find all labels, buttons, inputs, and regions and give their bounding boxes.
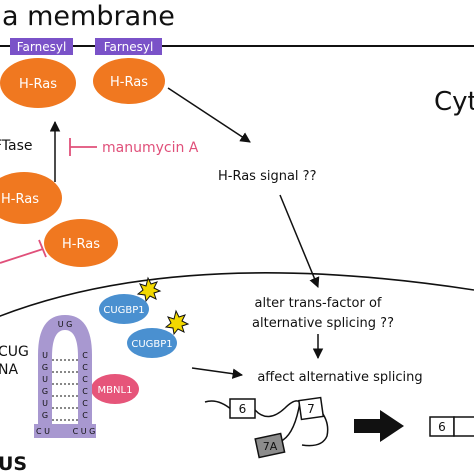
mbnl1-label: MBNL1 <box>98 385 133 396</box>
phospho-star-2 <box>164 309 190 336</box>
hras-membrane-right: H-Ras <box>93 58 165 104</box>
cugbp1-label-bottom: CUGBP1 <box>131 339 172 350</box>
result-block-arrow <box>354 410 404 442</box>
hairpin-loop-label: U G <box>58 320 73 329</box>
nucleus-label: US <box>0 453 27 474</box>
exon-7-label: 7 <box>307 402 315 416</box>
hairpin-right-3: C <box>82 375 88 384</box>
hairpin-left-2: G <box>42 363 48 372</box>
hairpin-right-1: C <box>82 351 88 360</box>
hras-inhibited: H-Ras <box>44 219 118 267</box>
pre-mrna-strand <box>204 400 329 447</box>
inhibitor-label: manumycin A <box>102 140 199 156</box>
nuclear-envelope <box>0 272 474 317</box>
hras-label-4: H-Ras <box>62 237 100 252</box>
hras-cytosolic: H-Ras <box>0 172 62 224</box>
exon-7a-label: 7A <box>263 440 278 453</box>
cugbp1-label-top: CUGBP1 <box>103 305 144 316</box>
hras-label-1: H-Ras <box>19 77 57 92</box>
result-exon-6-label: 6 <box>438 420 446 434</box>
hairpin-left-6: G <box>42 411 48 420</box>
hairpin-right-2: C <box>82 363 88 372</box>
cug-rna-hairpin: U G U G U G U G C C C C C C C U C U G <box>34 315 96 438</box>
hairpin-right-4: C <box>82 387 88 396</box>
farnesyl-anchor-2: Farnesyl <box>95 38 162 55</box>
rna-label-line-2: NA <box>0 362 18 378</box>
result-mrna: 6 <box>429 416 474 437</box>
exon-6-label: 6 <box>239 402 247 416</box>
exon-7a: 7A <box>254 432 286 459</box>
trans-factor-line-2: alternative splicing ?? <box>252 316 394 331</box>
hras-label-3: H-Ras <box>1 192 39 207</box>
affect-splicing-label: affect alternative splicing <box>257 370 422 385</box>
ftase-label: FTase <box>0 138 33 154</box>
hairpin-left-4: G <box>42 387 48 396</box>
membrane-title: a membrane <box>2 1 175 32</box>
cugbp1-protein-bottom: CUGBP1 <box>127 328 177 358</box>
farnesyl-anchor-1: Farnesyl <box>10 38 73 55</box>
hairpin-base-left: C U <box>36 427 50 436</box>
hairpin-left-5: U <box>42 399 48 408</box>
hras-label-2: H-Ras <box>110 75 148 90</box>
hairpin-right-6: C <box>82 411 88 420</box>
farnesyl-label-2: Farnesyl <box>104 40 154 54</box>
mbnl1-protein: MBNL1 <box>91 374 139 404</box>
cytoplasm-label: Cyt <box>434 87 474 117</box>
hairpin-left-3: U <box>42 375 48 384</box>
hras-signal-label: H-Ras signal ?? <box>218 169 316 184</box>
hras-membrane-left: H-Ras <box>0 58 76 108</box>
exon-7: 7 <box>298 396 325 421</box>
trans-factor-line-1: alter trans-factor of <box>254 296 381 311</box>
farnesyl-label-1: Farnesyl <box>17 40 67 54</box>
signal-arrow <box>167 87 251 143</box>
exon-6: 6 <box>229 398 256 419</box>
hairpin-base-right: C U G <box>73 427 96 436</box>
rna-label-line-1: CUG <box>0 344 29 360</box>
signal-to-trans-arrow <box>279 194 320 288</box>
mbnl1-to-splicing-arrow <box>191 367 244 379</box>
hairpin-right-5: C <box>82 399 88 408</box>
cugbp1-protein-top: CUGBP1 <box>99 294 149 324</box>
inhibition-hras-line <box>0 248 44 264</box>
hairpin-left-1: U <box>42 351 48 360</box>
inhibition-hras-bar <box>38 239 47 258</box>
phospho-star-1 <box>136 276 162 303</box>
